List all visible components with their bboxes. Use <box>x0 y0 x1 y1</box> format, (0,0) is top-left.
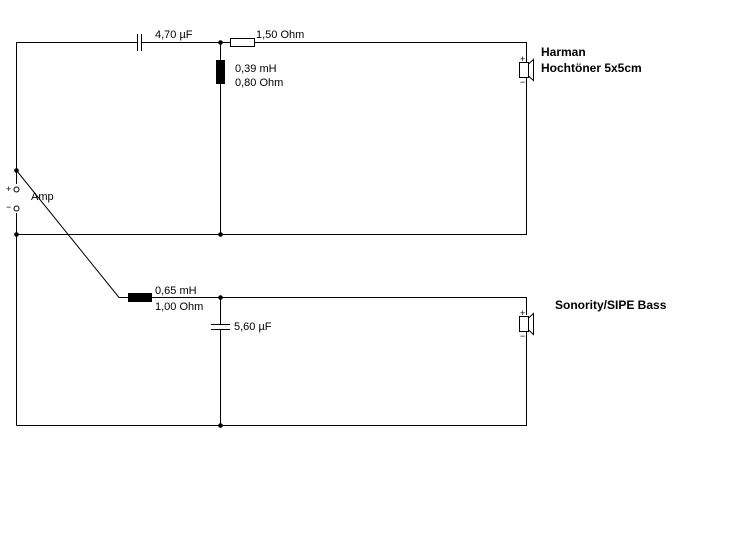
amp-label: Amp <box>31 191 54 203</box>
junction-node <box>218 40 223 45</box>
tweeter-name-line2: Hochtöner 5x5cm <box>541 61 642 75</box>
tweeter-plus-label: + <box>520 54 525 64</box>
bass-wiring <box>16 170 527 426</box>
junction-node <box>14 232 19 237</box>
tweeter-capacitor <box>137 34 142 51</box>
junction-node <box>218 423 223 428</box>
bass-capacitor <box>211 324 230 330</box>
tweeter-capacitor-label: 4,70 µF <box>155 29 193 41</box>
bass-capacitor-label: 5,60 µF <box>234 321 272 333</box>
bass-speaker-name: Sonority/SIPE Bass <box>555 298 667 312</box>
tweeter-inductor-value: 0,39 mH <box>235 63 277 75</box>
tweeter-resistor-label: 1,50 Ohm <box>256 29 304 41</box>
bass-inductor-resistance: 1,00 Ohm <box>155 301 203 313</box>
junction-node <box>218 232 223 237</box>
amp-plus-label: + <box>6 184 11 194</box>
tweeter-minus-label: − <box>520 77 525 87</box>
tweeter-inductor <box>216 60 225 84</box>
tweeter-inductor-resistance: 0,80 Ohm <box>235 77 283 89</box>
tweeter-wiring <box>16 42 527 426</box>
bass-inductor <box>128 293 152 302</box>
bass-minus-label: − <box>520 331 525 341</box>
bass-plus-label: + <box>520 308 525 318</box>
amp-minus-label: − <box>6 202 11 212</box>
tweeter-resistor <box>230 38 255 47</box>
junction-node <box>218 295 223 300</box>
bass-speaker-icon <box>519 312 534 336</box>
bass-inductor-value: 0,65 mH <box>155 285 197 297</box>
tweeter-name-line1: Harman <box>541 45 586 59</box>
amp-plus-terminal <box>13 186 20 193</box>
amp-minus-terminal <box>13 205 20 212</box>
tweeter-speaker-icon <box>519 58 534 82</box>
